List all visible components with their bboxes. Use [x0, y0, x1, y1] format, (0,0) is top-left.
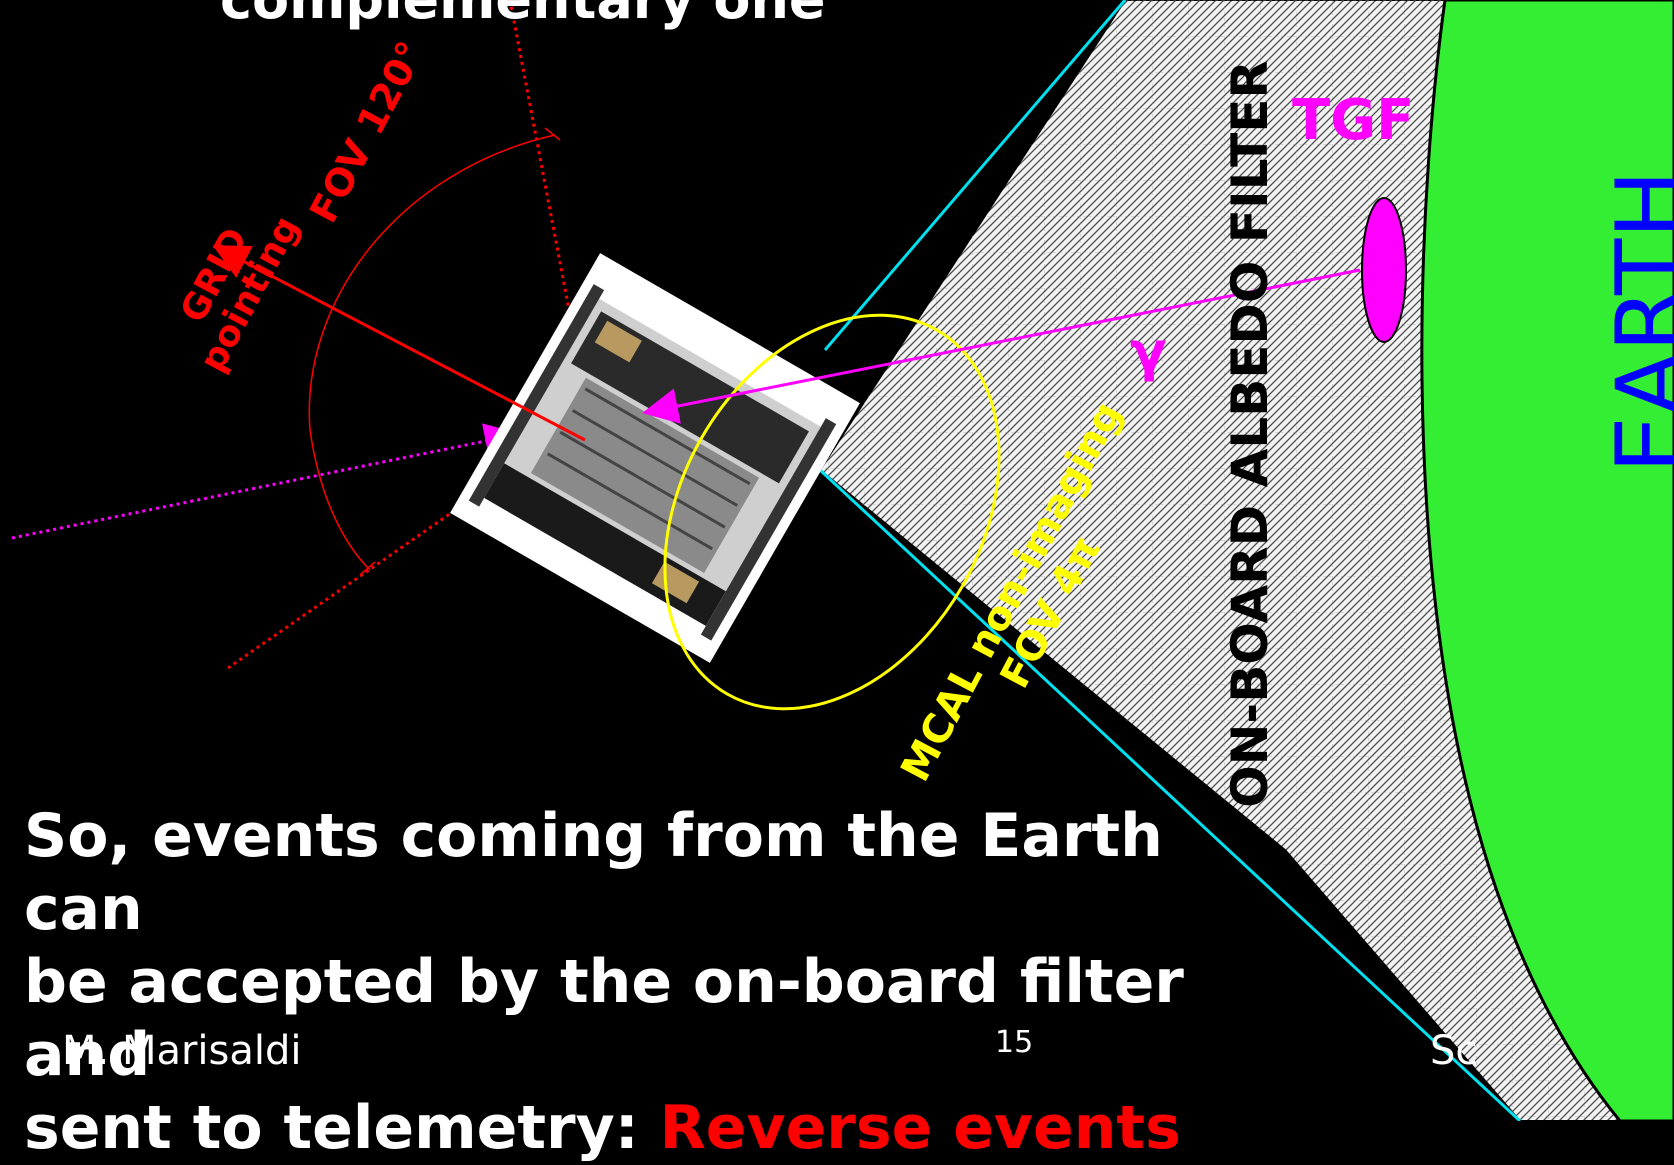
earth-label: EARTH [1596, 169, 1674, 474]
slide: complementary one GRID pointing FOV 120°… [11, 0, 1674, 1163]
agile-satellite-icon [450, 253, 860, 663]
earth-limb-upper [823, 0, 1127, 351]
bottom-text-line3-prefix: sent to telemetry: [24, 1093, 660, 1163]
bottom-text: So, events coming from the Earth can be … [24, 800, 1224, 1165]
footer-page-number: 15 [995, 1025, 1034, 1060]
albedo-filter-label: ON-BOARD ALBEDO FILTER [1220, 60, 1279, 808]
footer-truncated-text: Sc [1430, 1028, 1478, 1074]
fov-arc-tick-bottom [359, 561, 376, 576]
earth-shape [1420, 0, 1674, 1123]
footer-author: M. Marisaldi [62, 1028, 302, 1074]
grid-pointing-arrow [212, 245, 586, 442]
albedo-grid-overlay [820, 0, 1620, 1121]
tgf-label: TGF [1292, 88, 1415, 153]
bottom-text-line2: be accepted by the on-board filter and [24, 947, 1184, 1090]
tgf-ellipse-icon [1361, 197, 1407, 343]
bottom-text-line3: sent to telemetry: Reverse events [24, 1092, 1224, 1165]
gamma-label: γ [1130, 320, 1167, 383]
fov-arc [308, 134, 556, 571]
fov-boundary-upper [508, 0, 592, 421]
diagram-canvas [11, 0, 1674, 1123]
reverse-events-highlight: Reverse events [659, 1093, 1181, 1163]
incoming-photon-path [11, 423, 521, 540]
gamma-ray-path [642, 268, 1361, 424]
fov-arc-tick-top [544, 127, 561, 141]
top-caption: complementary one [220, 0, 826, 31]
earth-limb-lower [818, 468, 1522, 1123]
bottom-text-line1: So, events coming from the Earth can [24, 801, 1163, 944]
mcal-fov-ellipse [663, 313, 1001, 711]
fov-boundary-lower [227, 418, 586, 670]
